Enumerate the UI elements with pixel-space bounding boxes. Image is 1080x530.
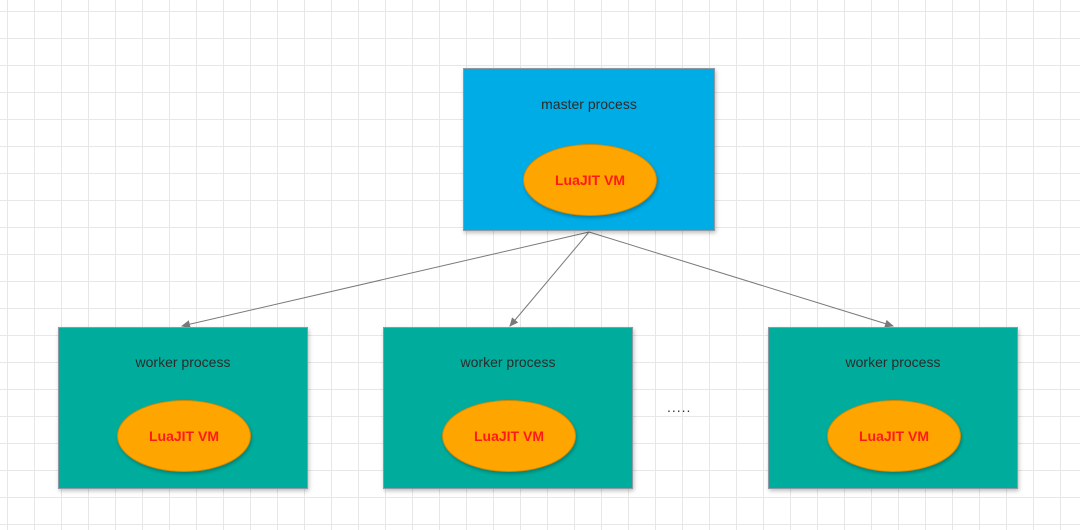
- worker-2-vm-label: LuaJIT VM: [473, 428, 544, 444]
- edge-master-to-worker-3[interactable]: [588, 231, 894, 328]
- worker-3-vm-label: LuaJIT VM: [858, 428, 929, 444]
- edge-master-to-worker-2[interactable]: [509, 231, 590, 327]
- master-process-title: master process: [541, 96, 637, 112]
- worker-2-luajit-vm-ellipse[interactable]: LuaJIT VM: [442, 400, 576, 472]
- worker-3-luajit-vm-ellipse[interactable]: LuaJIT VM: [827, 400, 961, 472]
- edge-master-to-worker-1[interactable]: [181, 231, 590, 329]
- worker-1-vm-label: LuaJIT VM: [148, 428, 219, 444]
- worker-process-title-1: worker process: [135, 354, 231, 370]
- worker-process-node-1[interactable]: worker process LuaJIT VM: [58, 327, 308, 489]
- master-process-node[interactable]: master process LuaJIT VM: [463, 68, 715, 231]
- worker-process-node-2[interactable]: worker process LuaJIT VM: [383, 327, 633, 489]
- worker-process-node-3[interactable]: worker process LuaJIT VM: [768, 327, 1018, 489]
- worker-1-luajit-vm-ellipse[interactable]: LuaJIT VM: [117, 400, 251, 472]
- master-vm-label: LuaJIT VM: [554, 172, 625, 188]
- worker-process-title-3: worker process: [845, 354, 941, 370]
- worker-process-title-2: worker process: [460, 354, 556, 370]
- master-luajit-vm-ellipse[interactable]: LuaJIT VM: [523, 144, 657, 216]
- more-workers-ellipsis: .....: [667, 399, 692, 415]
